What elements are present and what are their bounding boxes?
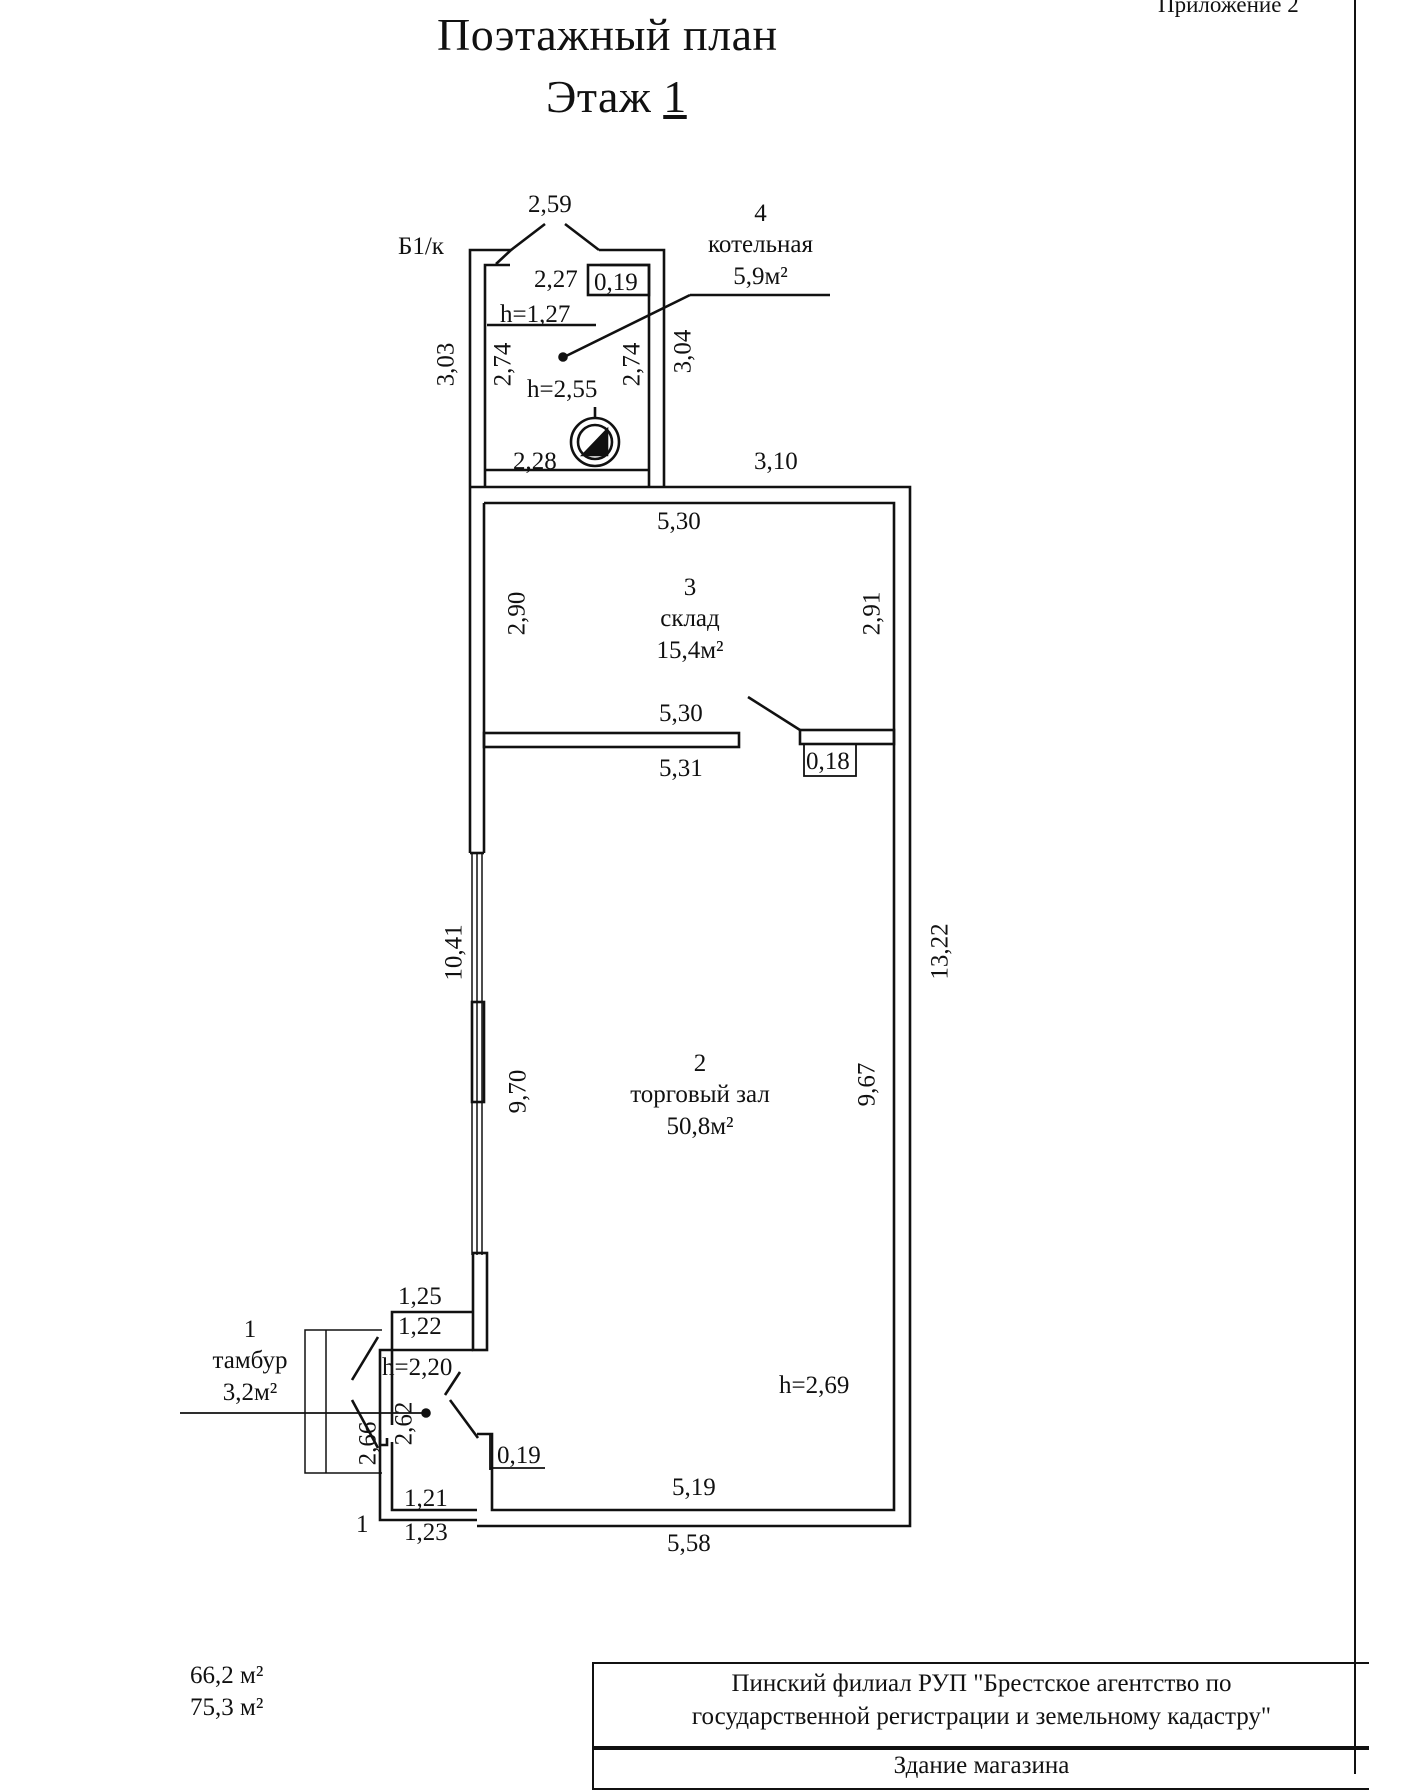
dim-vest-top-outer: 1,25	[398, 1283, 442, 1310]
dim-hall-left: 9,70	[504, 1069, 532, 1114]
room-4-label: 4 котельная 5,9м²	[693, 198, 828, 292]
floor-number: 1	[663, 71, 687, 122]
dim-boiler-niche: 0,19	[594, 269, 638, 296]
building-code: Б1/к	[398, 233, 444, 260]
dim-bottom-outer: 5,58	[667, 1530, 711, 1557]
height-boiler: h=2,55	[527, 376, 598, 403]
room-1-name: тамбур	[212, 1347, 288, 1375]
dim-boiler-bottom: 2,28	[513, 448, 557, 475]
dim-vest-bottom-outer: 1,23	[404, 1519, 448, 1546]
dim-storage-top: 5,30	[657, 508, 701, 535]
room-3-number: 3	[683, 574, 697, 601]
dim-boiler-right-inner: 2,74	[618, 342, 646, 387]
room-2-area: 50,8м²	[666, 1112, 734, 1140]
dim-boiler-inner-top: 2,27	[534, 266, 578, 293]
room-3-name: склад	[660, 605, 720, 633]
boiler-symbol	[569, 407, 621, 468]
height-hall: h=2,69	[779, 1372, 850, 1399]
dim-boiler-right-outer: 3,04	[669, 329, 697, 374]
entrance-mark: 1	[356, 1511, 369, 1538]
dim-storage-right: 2,91	[858, 591, 886, 636]
room-4-name: котельная	[708, 231, 813, 259]
dim-right-outer: 13,22	[926, 923, 954, 980]
dim-partition-door: 0,18	[806, 748, 850, 775]
total-area-2: 75,3 м²	[190, 1694, 264, 1721]
room-3-area: 15,4м²	[656, 636, 724, 664]
height-boiler-niche: h=1,27	[500, 301, 571, 328]
dim-left-outer: 10,41	[440, 924, 468, 981]
dim-partition-top: 5,30	[659, 700, 703, 727]
dim-vest-left-inner: 2,62	[390, 1401, 418, 1446]
room-4-area: 5,9м²	[733, 262, 788, 290]
vestibule-walls	[350, 1310, 545, 1522]
dim-vest-door: 0,19	[497, 1442, 541, 1469]
height-vestibule: h=2,20	[382, 1354, 453, 1381]
boiler-leader-dot	[558, 352, 568, 362]
org-line-2: государственной регистрации и земельному…	[691, 1702, 1272, 1730]
partition-wall	[482, 695, 896, 777]
dim-top-outer: 3,10	[754, 448, 798, 475]
room-1-number: 1	[243, 1316, 257, 1343]
dim-boiler-left-outer: 3,03	[432, 342, 460, 387]
room-2-number: 2	[693, 1050, 707, 1077]
dim-hall-bottom: 5,19	[672, 1474, 716, 1501]
org-line-1: Пинский филиал РУП "Брестское агентство …	[731, 1670, 1232, 1697]
room-1-area: 3,2м²	[222, 1378, 278, 1406]
dim-vest-bottom-inner: 1,21	[404, 1485, 448, 1512]
total-area-1: 66,2 м²	[190, 1662, 264, 1689]
vestibule-leader	[180, 1329, 431, 1474]
room-1-label: 1 тамбур 3,2м²	[190, 1314, 310, 1408]
dim-vest-top-inner: 1,22	[398, 1313, 442, 1340]
dim-vest-left-outer: 2,66	[354, 1421, 382, 1466]
dim-boiler-left-inner: 2,74	[489, 342, 517, 387]
page-title: Поэтажный план	[437, 9, 778, 60]
dim-storage-left: 2,90	[503, 591, 531, 636]
room-4-number: 4	[754, 200, 767, 227]
title-block-object: Здание магазина	[592, 1746, 1369, 1790]
dim-partition-bottom: 5,31	[659, 755, 703, 782]
dim-boiler-top: 2,59	[528, 191, 572, 218]
object-name: Здание магазина	[893, 1752, 1070, 1779]
annex-label: Приложение 2	[1158, 0, 1299, 17]
room-3-label: 3 склад 15,4м²	[625, 572, 755, 666]
floor-label: Этаж	[546, 71, 652, 122]
room-2-name: торговый зал	[630, 1081, 770, 1109]
dim-hall-right: 9,67	[853, 1062, 881, 1107]
floor-heading: Этаж 1	[546, 70, 687, 123]
title-block-org: Пинский филиал РУП "Брестское агентство …	[592, 1662, 1369, 1750]
boiler-leader	[561, 293, 691, 360]
room-2-label: 2 торговый зал 50,8м²	[605, 1048, 795, 1142]
